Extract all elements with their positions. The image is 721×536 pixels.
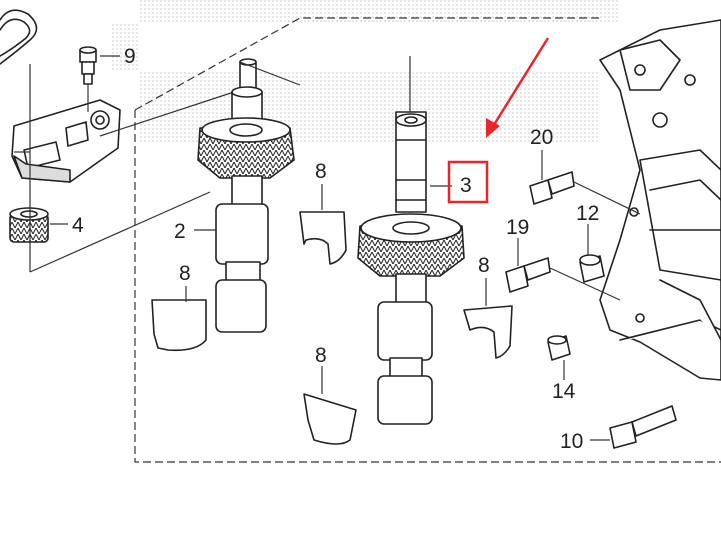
- callout-2: 2: [174, 220, 186, 243]
- tensioner-bracket: [11, 99, 121, 183]
- callout-8d: 8: [315, 344, 327, 367]
- dowel-14: [547, 335, 571, 361]
- callout-19: 19: [506, 216, 529, 239]
- callout-8b: 8: [179, 262, 191, 285]
- bearing-half-8d: [303, 393, 357, 445]
- bolt-9: [79, 46, 97, 85]
- callout-8c: 8: [478, 254, 490, 277]
- bolt-19: [505, 257, 551, 293]
- callout-20: 20: [530, 126, 553, 149]
- highlight-box: [447, 160, 489, 204]
- timing-belt: [0, 9, 38, 65]
- callout-10: 10: [560, 430, 583, 453]
- highlight-arrow: [486, 37, 550, 138]
- bolt-10: [609, 405, 677, 449]
- camshaft-2: [197, 58, 295, 333]
- bearing-half-8a: [299, 211, 347, 265]
- cylinder-head: [599, 19, 721, 381]
- callout-14: 14: [552, 380, 576, 403]
- small-gear-4: [9, 207, 49, 243]
- bolt-20: [529, 171, 575, 205]
- dowel-12: [579, 254, 605, 283]
- camshaft-3: [357, 111, 465, 425]
- callout-4: 4: [72, 214, 84, 237]
- callout-12: 12: [576, 202, 599, 225]
- bearing-half-8c: [463, 305, 513, 359]
- callout-9: 9: [124, 45, 136, 68]
- callout-3: 3: [460, 174, 472, 197]
- callout-8a: 8: [315, 160, 327, 183]
- assembly-frame: [134, 17, 721, 463]
- watermark-pattern: [110, 0, 620, 142]
- bearing-half-8b: [151, 299, 207, 352]
